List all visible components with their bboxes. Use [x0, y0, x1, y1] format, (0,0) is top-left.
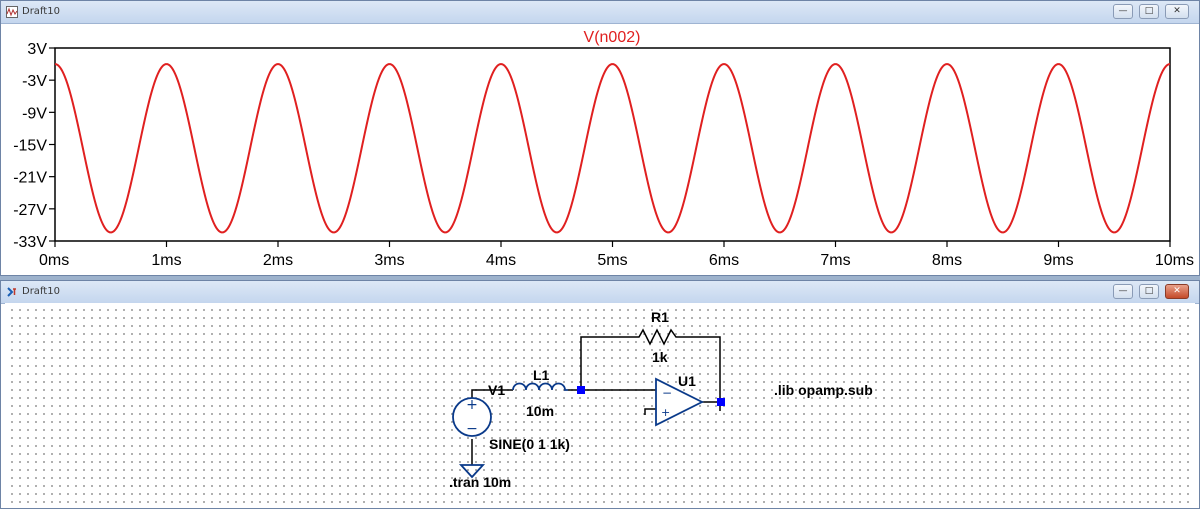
y-tick-label: 3V: [27, 41, 47, 58]
source-plus-sign: +: [466, 397, 478, 413]
r1-value[interactable]: 1k: [652, 349, 668, 365]
waveform-app-icon: [6, 6, 18, 18]
x-tick-label: 8ms: [932, 252, 962, 269]
waveform-plot[interactable]: V(n002) 3V -3V -9V -15V -21V -27V -33V 0ms 1ms 2…: [1, 23, 1199, 275]
opamp-u1[interactable]: − + U1: [655, 373, 705, 427]
maximize-button[interactable]: □: [1139, 284, 1159, 299]
x-tick-label: 4ms: [486, 252, 516, 269]
voltage-source-v1[interactable]: + − V1 SINE(0 1 1k): [452, 382, 570, 452]
waveform-titlebar[interactable]: Draft10 — □ ✕: [1, 1, 1199, 24]
l1-name[interactable]: L1: [533, 367, 550, 383]
minimize-button[interactable]: —: [1113, 4, 1133, 19]
close-button[interactable]: ✕: [1165, 4, 1189, 19]
minimize-button[interactable]: —: [1113, 284, 1133, 299]
schematic-window[interactable]: Draft10 — □ ✕ R1 1k: [0, 280, 1200, 509]
schematic-titlebar[interactable]: Draft10 — □ ✕: [1, 281, 1199, 304]
x-tick-label: 9ms: [1043, 252, 1073, 269]
ground-symbol[interactable]: [458, 464, 486, 479]
x-tick-label: 6ms: [709, 252, 739, 269]
node-n002[interactable]: [717, 398, 725, 406]
y-tick-label: -21V: [13, 170, 47, 187]
node-n001[interactable]: [577, 386, 585, 394]
v1-value[interactable]: SINE(0 1 1k): [489, 436, 570, 452]
x-tick-label: 3ms: [374, 252, 404, 269]
schematic-window-title: Draft10: [22, 286, 60, 297]
maximize-button[interactable]: □: [1139, 4, 1159, 19]
schematic-app-icon: [7, 287, 16, 297]
x-tick-label: 5ms: [597, 252, 627, 269]
x-tick-label: 7ms: [820, 252, 850, 269]
trace-v-n002[interactable]: [54, 63, 1171, 234]
resistor-r1[interactable]: R1 1k: [632, 309, 682, 365]
y-tick-label: -15V: [13, 138, 47, 155]
close-button[interactable]: ✕: [1165, 284, 1189, 299]
y-tick-label: -9V: [22, 105, 47, 122]
u1-name[interactable]: U1: [678, 373, 696, 389]
plot-frame: [54, 47, 1171, 242]
tran-directive[interactable]: .tran 10m: [449, 474, 511, 490]
x-tick-label: 2ms: [263, 252, 293, 269]
x-tick-label: 1ms: [151, 252, 181, 269]
v1-name[interactable]: V1: [488, 382, 505, 398]
inverting-input-sign: −: [662, 386, 672, 400]
y-tick-label: -27V: [13, 202, 47, 219]
y-tick-label: -33V: [13, 234, 47, 251]
r1-name[interactable]: R1: [651, 309, 669, 325]
y-tick-label: -3V: [22, 73, 47, 90]
lib-directive[interactable]: .lib opamp.sub: [774, 382, 873, 398]
inductor-l1[interactable]: L1 10m: [512, 367, 568, 419]
waveform-window[interactable]: Draft10 — □ ✕ V(n002) 3V -3V -9V -15V -21V -2…: [0, 0, 1200, 276]
x-tick-label: 0ms: [39, 252, 69, 269]
schematic-canvas[interactable]: R1 1k L1 10m + − V1 SINE(0 1 1k): [5, 303, 1195, 508]
noninverting-input-sign: +: [661, 406, 670, 419]
x-tick-label: 10ms: [1155, 252, 1194, 269]
l1-value[interactable]: 10m: [526, 403, 554, 419]
waveform-window-title: Draft10: [22, 6, 60, 17]
source-minus-sign: −: [466, 421, 478, 437]
trace-label[interactable]: V(n002): [584, 29, 641, 46]
wires[interactable]: [471, 336, 721, 465]
